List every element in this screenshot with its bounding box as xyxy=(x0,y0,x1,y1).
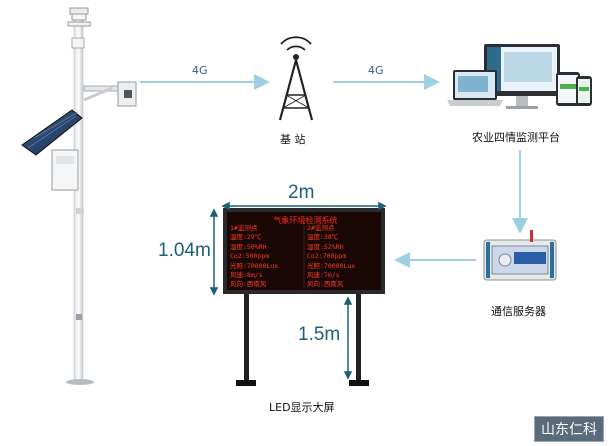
led-cell: 风速:7m/s xyxy=(307,271,340,279)
led-screen-label: LED显示大屏 xyxy=(269,401,335,414)
led-cell: 风向:西南风 xyxy=(230,280,267,289)
led-cell: 1#监测点 xyxy=(230,224,258,232)
platform-label: 农业四情监测平台 xyxy=(472,131,560,144)
led-title: 气象环境检测系统 xyxy=(273,216,338,225)
led-cell: 2#监测点 xyxy=(307,224,335,232)
led-cell: 风速:8m/s xyxy=(230,271,263,279)
led-cell: 光照:70000Lux xyxy=(307,261,356,270)
dimension-width xyxy=(221,201,387,211)
watermark: 山东仁科 xyxy=(534,416,604,442)
pole-height-label: 1.5m xyxy=(298,324,341,345)
dimension-height xyxy=(209,208,219,296)
led-cell: 温度:29℃ xyxy=(230,233,262,242)
weather-station xyxy=(21,7,137,385)
led-display xyxy=(223,208,385,386)
height-dimension-label: 1.04m xyxy=(158,240,211,261)
led-cell: 光照:70000Lux xyxy=(230,261,279,270)
comm-server-label: 通信服务器 xyxy=(491,305,546,318)
base-station-icon xyxy=(278,36,314,121)
base-station-label: 基 站 xyxy=(280,133,306,146)
dimension-pole xyxy=(343,296,353,380)
link-4g-label-1: 4G xyxy=(192,64,208,77)
led-cell: 风向:西南风 xyxy=(307,280,344,289)
led-cell: 湿度:50%RH xyxy=(230,242,267,251)
comm-server-icon xyxy=(483,230,557,281)
led-cell: 湿度:52%RH xyxy=(307,242,344,251)
link-4g-label-2: 4G xyxy=(368,64,384,77)
led-cell: 温度:38℃ xyxy=(307,233,339,242)
platform-devices-icon xyxy=(447,44,592,109)
led-cell: Co2:500ppm xyxy=(230,252,270,261)
led-cell: Co2:700ppm xyxy=(307,252,347,261)
width-dimension-label: 2m xyxy=(288,182,315,203)
